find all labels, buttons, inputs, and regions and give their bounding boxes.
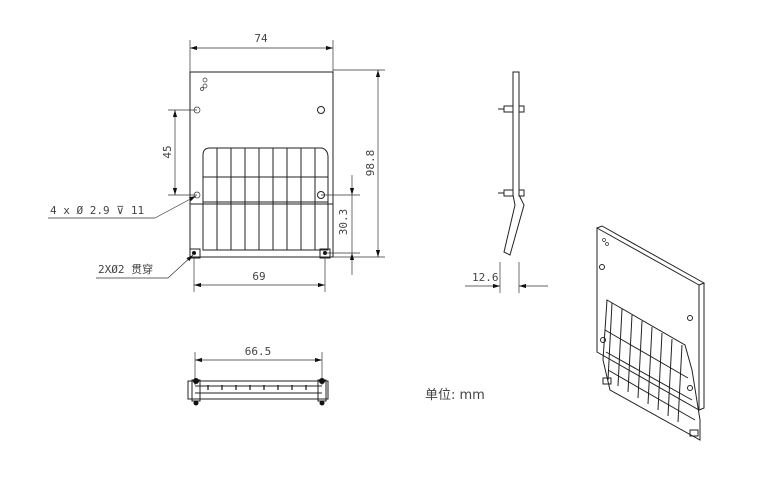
- front-view: 74 98.8 45 30.3 69 4 x Ø 2.9 ⊽ 11 2XØ2 贯…: [48, 32, 385, 292]
- dim-height: 98.8: [364, 150, 377, 177]
- dim-width: 74: [254, 32, 268, 45]
- dim-hole-spacing: 45: [161, 145, 174, 158]
- units-label: 单位: mm: [425, 388, 485, 403]
- grille: [190, 147, 333, 251]
- side-view: 12.6: [465, 71, 548, 293]
- dim-bottom-width: 66.5: [245, 345, 272, 358]
- dim-thickness: 12.6: [472, 271, 499, 284]
- isometric-view: [596, 225, 706, 441]
- plate-outline: [189, 71, 334, 258]
- dim-lower-offset: 30.3: [337, 209, 350, 236]
- hole-callout: 4 x Ø 2.9 ⊽ 11: [50, 204, 144, 217]
- bottom-view: 66.5: [187, 345, 329, 406]
- through-hole-callout: 2XØ2 贯穿: [98, 262, 153, 276]
- iso-grille: [604, 302, 696, 423]
- dim-bottom-span: 69: [252, 270, 265, 283]
- mount-hole: [317, 106, 325, 114]
